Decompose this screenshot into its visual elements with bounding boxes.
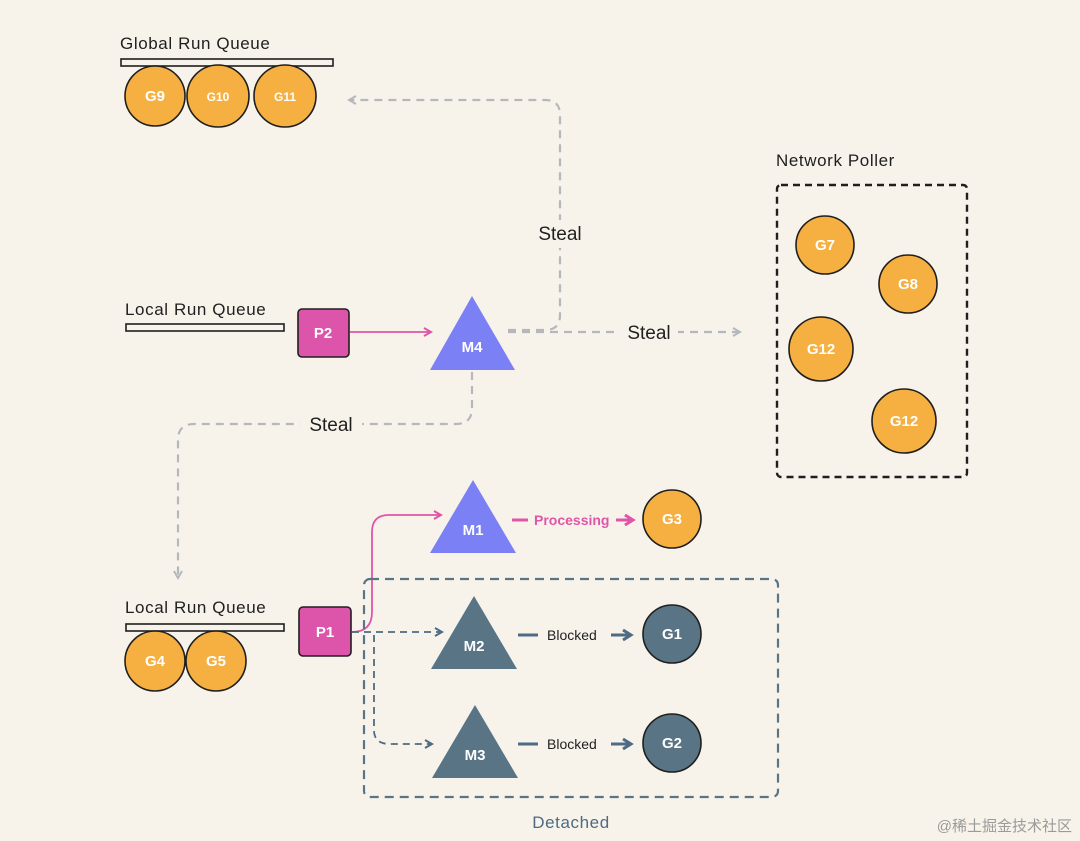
- global-queue-title: Global Run Queue: [120, 34, 270, 53]
- svg-text:M3: M3: [465, 747, 486, 764]
- p1-to-m1-arrow: [351, 515, 441, 633]
- detached-box: [362, 577, 780, 799]
- svg-text:G2: G2: [662, 735, 682, 752]
- global-queue-goroutine-g11: G11: [253, 64, 317, 128]
- poller-goroutine-g12-a: G12: [788, 316, 854, 382]
- local-goroutine-g5: G5: [185, 630, 247, 692]
- local-queue-top-title: Local Run Queue: [125, 300, 266, 319]
- p1-to-m3-arrow: [373, 635, 432, 744]
- blocked-label-2: Blocked: [547, 736, 597, 752]
- local-goroutine-g4: G4: [124, 630, 186, 692]
- poller-goroutine-g8: G8: [878, 254, 938, 314]
- machine-m3: M3: [432, 705, 518, 778]
- svg-text:P1: P1: [316, 624, 334, 641]
- local-queue-top-bar: [125, 323, 285, 332]
- steal-label-local: Steal: [309, 415, 352, 436]
- blocked-label-1: Blocked: [547, 627, 597, 643]
- steal-label-bg: [620, 318, 678, 346]
- svg-text:G12: G12: [890, 413, 918, 430]
- blocked-goroutine-g1: G1: [642, 604, 702, 664]
- machine-m4: M4: [430, 296, 515, 370]
- steal-label-bg: [530, 220, 590, 248]
- network-poller-box: [775, 183, 969, 479]
- svg-text:G1: G1: [662, 626, 682, 643]
- steal-label-poller: Steal: [627, 323, 670, 344]
- global-queue-goroutine-g9: G9: [124, 65, 186, 127]
- steal-arrow-to-global: [349, 100, 562, 332]
- steal-arrow-to-local: [178, 372, 474, 578]
- svg-text:G12: G12: [807, 341, 835, 358]
- processor-p2: P2: [297, 308, 350, 358]
- poller-goroutine-g12-b: G12: [871, 388, 937, 454]
- svg-text:G4: G4: [145, 653, 166, 670]
- local-queue-bottom-title: Local Run Queue: [125, 598, 266, 617]
- global-queue-bar: [120, 58, 334, 67]
- detached-title: Detached: [532, 813, 610, 832]
- local-queue-bottom-bar: [125, 623, 285, 632]
- poller-goroutine-g7: G7: [795, 215, 855, 275]
- machine-m2: M2: [431, 596, 517, 669]
- svg-text:G11: G11: [274, 90, 296, 104]
- processor-p1: P1: [298, 606, 352, 657]
- svg-text:M1: M1: [463, 522, 484, 539]
- svg-text:G10: G10: [207, 90, 230, 104]
- processing-label: Processing: [534, 512, 609, 528]
- steal-label-bg: [300, 410, 362, 438]
- svg-text:G3: G3: [662, 511, 682, 528]
- running-goroutine-g3: G3: [642, 489, 702, 549]
- svg-text:G7: G7: [815, 237, 835, 254]
- svg-text:G5: G5: [206, 653, 226, 670]
- svg-text:G9: G9: [145, 88, 165, 105]
- global-queue-goroutine-g10: G10: [186, 64, 250, 128]
- machine-m1: M1: [430, 480, 516, 553]
- svg-text:M2: M2: [464, 638, 485, 655]
- network-poller-title: Network Poller: [776, 151, 895, 170]
- svg-text:G8: G8: [898, 276, 918, 293]
- blocked-goroutine-g2: G2: [642, 713, 702, 773]
- svg-text:P2: P2: [314, 325, 332, 342]
- svg-text:M4: M4: [462, 339, 483, 356]
- steal-label-global: Steal: [538, 224, 581, 245]
- watermark-text: @稀土掘金技术社区: [937, 818, 1072, 835]
